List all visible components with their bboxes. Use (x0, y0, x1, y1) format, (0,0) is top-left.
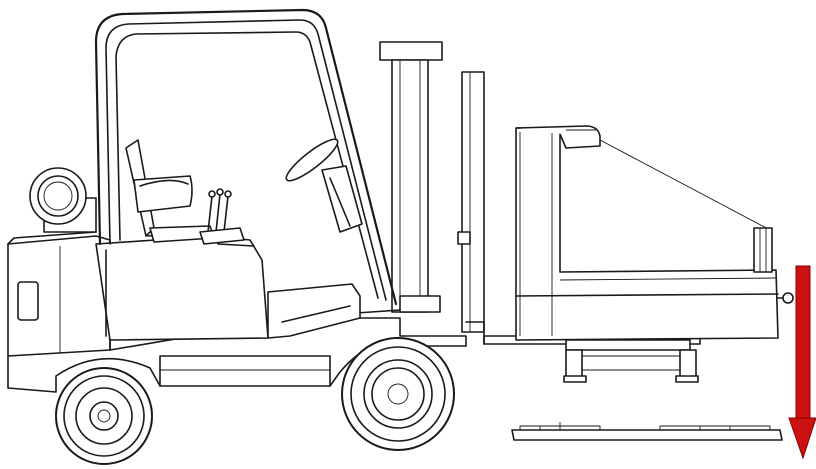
steering (285, 138, 363, 233)
arrow-shaft (795, 265, 811, 419)
case-foot-left (563, 375, 587, 383)
front-wheel (341, 337, 455, 451)
operator-compartment (95, 235, 361, 341)
case-body (515, 127, 779, 341)
rear-light (17, 281, 39, 321)
hydraulic-levers (199, 188, 245, 245)
overhead-guard (94, 8, 398, 306)
mast-base (399, 295, 441, 313)
display-case (515, 125, 794, 383)
case-canopy (515, 125, 601, 149)
front-glass-frame (753, 227, 773, 273)
steering-wheel (285, 138, 339, 182)
outer-mast-upright (391, 59, 429, 313)
case-foot-right (675, 375, 699, 383)
lowering-direction-arrow-icon (788, 265, 816, 460)
carriage-roller (457, 231, 471, 245)
counterweight (7, 231, 111, 357)
steering-column (321, 165, 363, 233)
operator-seat (125, 139, 215, 243)
case-base-rail (565, 339, 691, 351)
rear-wheel (55, 367, 153, 465)
seat-cushion (133, 175, 193, 213)
mast-top-crossbar (379, 41, 443, 61)
drain-knob (782, 292, 794, 304)
floor-plinth (511, 422, 783, 441)
inner-mast-upright (461, 71, 485, 333)
lpg-tank (29, 167, 97, 233)
mast (379, 41, 485, 333)
arrow-head (788, 417, 816, 460)
floor-step (267, 283, 361, 339)
